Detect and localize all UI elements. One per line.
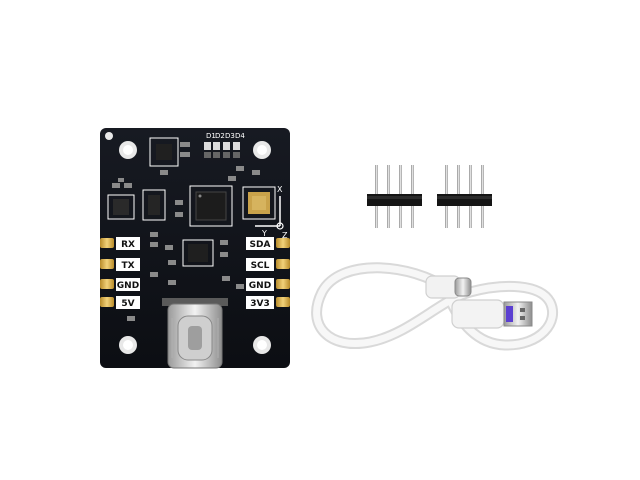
pin-label-scl: SCL xyxy=(251,261,270,271)
pin-label-gnd-right: GND xyxy=(249,281,271,291)
axis-label-x: X xyxy=(277,185,283,194)
axis-label-z: Z xyxy=(282,231,288,240)
usb-a-plug xyxy=(451,299,533,329)
led-row: D1 D2 D3 D4 xyxy=(204,132,245,158)
pin-label-gnd-left: GND xyxy=(117,281,139,291)
passive-components xyxy=(118,166,260,321)
pcb-board: D1 D2 D3 D4 xyxy=(100,128,290,369)
led-label-d4: D4 xyxy=(235,132,245,140)
pin-label-5v: 5V xyxy=(121,299,134,309)
chip-u3 xyxy=(142,189,166,221)
pin-label-sda: SDA xyxy=(250,240,271,250)
mounting-holes xyxy=(105,132,271,354)
cable-usb-c-plug xyxy=(425,275,472,299)
led-label-d1: D1 xyxy=(206,132,216,140)
right-pin-row: SDA SCL GND 3V3 xyxy=(246,237,290,309)
chip-u2 xyxy=(107,183,135,220)
chip-u5 xyxy=(182,239,214,267)
pin-label-rx: RX xyxy=(121,240,135,250)
chip-u1 xyxy=(149,137,190,167)
pin-label-3v3: 3V3 xyxy=(250,299,270,309)
pin-label-tx: TX xyxy=(121,261,134,271)
usb-cable xyxy=(311,262,559,351)
main-mcu xyxy=(189,185,233,227)
led-label-d3: D3 xyxy=(225,132,235,140)
left-pin-row: RX TX GND 5V xyxy=(100,237,140,309)
axis-marker: X Y Z xyxy=(255,185,288,240)
axis-label-y: Y xyxy=(261,229,267,238)
led-label-d2: D2 xyxy=(215,132,225,140)
pin-header-left xyxy=(367,165,422,228)
imu-sensor xyxy=(228,176,276,220)
usb-c-port xyxy=(162,298,228,369)
pin-header-right xyxy=(437,165,492,228)
